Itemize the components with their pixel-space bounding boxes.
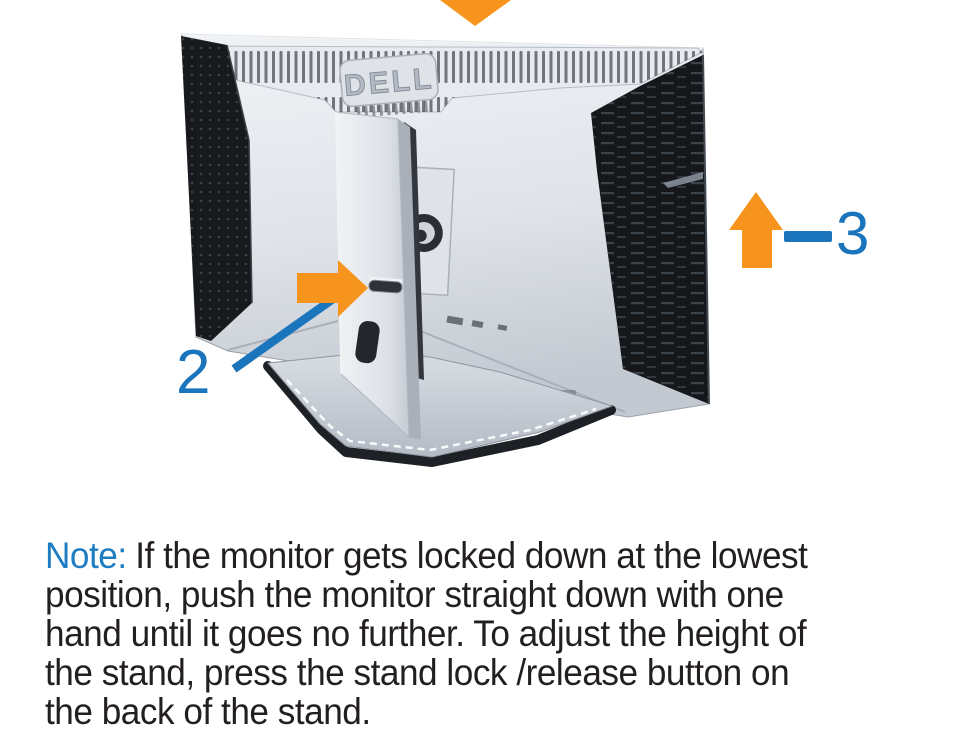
note-line-3: hand until it goes no further. To adjust… (45, 613, 807, 654)
arrow-down-icon (440, 0, 511, 26)
stand-base-shadow (263, 361, 616, 467)
dell-logo: DELL (339, 52, 439, 119)
note-prefix: Note: (45, 535, 127, 576)
note-text: Note:If the monitor gets locked down at … (45, 536, 848, 731)
note-line-1-text: If the monitor gets locked down at the l… (135, 535, 808, 576)
note-line-5: the back of the stand. (45, 691, 371, 732)
top-vent-band: DELL (206, 45, 704, 119)
callout-2-label: 2 (176, 338, 211, 407)
callout-3-dash (784, 231, 832, 242)
note-line-4: the stand, press the stand lock /release… (45, 652, 790, 693)
callout-2-line (231, 290, 343, 373)
stand-column (335, 111, 421, 440)
arrow-up-icon (729, 192, 783, 268)
note-line-1: Note:If the monitor gets locked down at … (45, 535, 808, 576)
callout-3-label: 3 (836, 200, 870, 267)
note-line-2: position, push the monitor straight down… (45, 574, 784, 615)
arrow-right-icon (297, 260, 368, 317)
left-vent-panel (181, 36, 253, 341)
column-lower-slot (355, 320, 380, 364)
right-vent-panel (591, 54, 710, 405)
lock-release-button-slot (368, 276, 403, 294)
